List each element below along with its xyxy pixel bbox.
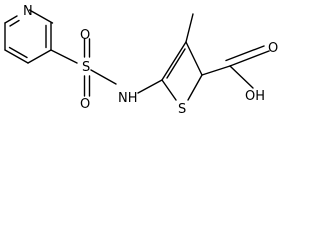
chemical-structure: N S O O NH S O OH: [4, 4, 279, 117]
bond: [185, 41, 203, 76]
bond: [27, 49, 52, 64]
atom-label-thiophene-s: S: [178, 102, 186, 117]
atom-label-pyridine-n: N: [23, 4, 33, 19]
bond: [161, 79, 177, 101]
bond: [90, 69, 117, 85]
atom-label-carboxyl-o: O: [268, 41, 278, 56]
atom-label-sulfonyl-o-top: O: [80, 28, 90, 43]
bond: [4, 49, 29, 64]
atom-label-amine: NH: [118, 91, 138, 106]
bond: [185, 13, 194, 43]
bond: [8, 46, 28, 59]
bond: [4, 15, 18, 24]
atom-label-sulfonyl-s: S: [82, 60, 90, 75]
methyl-group: [185, 13, 194, 43]
bond: [229, 50, 270, 67]
bond: [28, 9, 54, 24]
carboxylic-acid-group: [225, 45, 270, 89]
sulfonamide-group: [50, 38, 163, 97]
bond: [9, 19, 20, 27]
thiophene-ring: [161, 41, 231, 101]
bond: [137, 79, 163, 94]
bond: [166, 48, 186, 79]
bond: [187, 74, 203, 101]
bond: [225, 45, 265, 62]
bond: [50, 49, 78, 64]
pyridine-ring: [4, 9, 54, 64]
bond: [161, 41, 187, 81]
molecule-diagram: N S O O NH S O OH: [4, 4, 278, 117]
bond: [229, 65, 254, 89]
atom-label-hydroxyl: OH: [245, 89, 265, 104]
bond: [201, 65, 231, 76]
atom-label-sulfonyl-o-bottom: O: [80, 97, 90, 112]
